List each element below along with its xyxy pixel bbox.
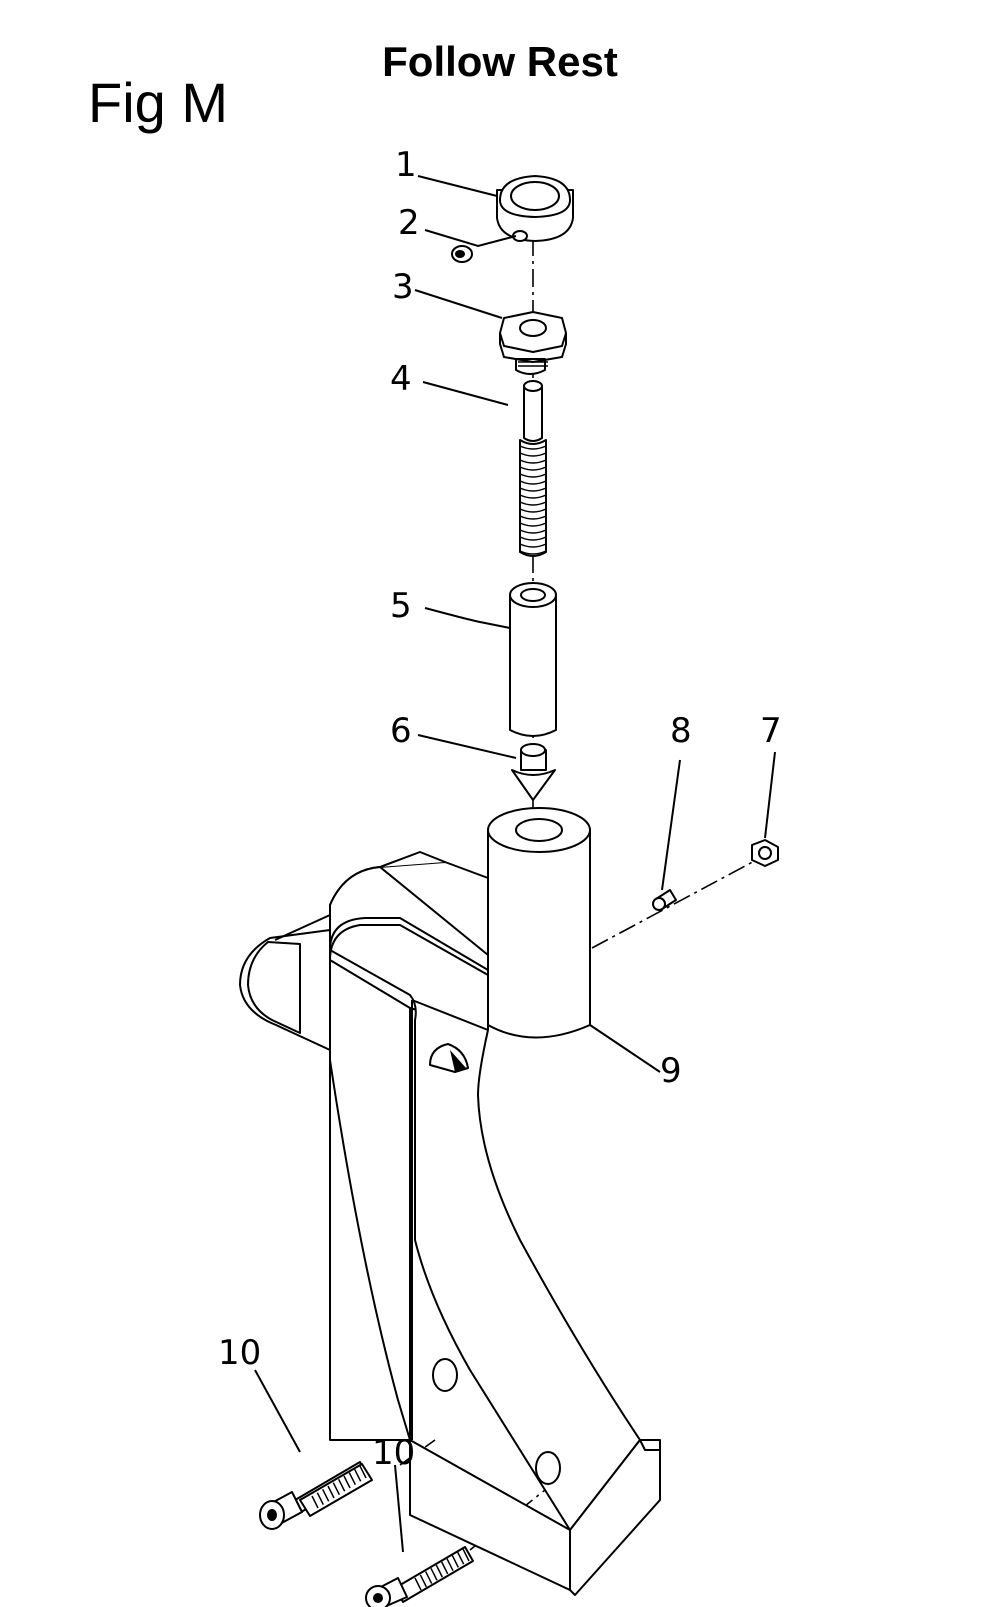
callout-8: 8	[670, 711, 692, 751]
diagram-title: Follow Rest	[382, 38, 618, 85]
callout-labels: 1 2 3 4 5 6 8 7 9 10 10	[218, 145, 782, 1473]
part-8-set-screw	[652, 889, 677, 911]
callout-4: 4	[390, 359, 412, 399]
callout-3: 3	[392, 267, 414, 307]
part-10-cap-screw-upper	[259, 1461, 373, 1530]
callout-10b: 10	[372, 1433, 415, 1473]
callout-10a: 10	[218, 1333, 261, 1373]
callout-9: 9	[660, 1051, 682, 1091]
figure-label: Fig M	[88, 71, 228, 134]
part-5-sleeve	[509, 582, 557, 737]
part-1-knob	[496, 175, 574, 242]
part-4-threaded-shaft	[519, 380, 547, 557]
callout-6: 6	[390, 711, 412, 751]
callout-2: 2	[398, 203, 420, 243]
part-3-hex-nut	[499, 311, 567, 375]
part-10-cap-screw-lower	[365, 1546, 474, 1607]
leader-lines	[254, 175, 776, 1553]
callout-7: 7	[760, 711, 782, 751]
part-2-set-screw	[451, 245, 473, 263]
part-7-hex-nut	[751, 839, 779, 867]
part-6-pointed-tip	[511, 743, 556, 801]
callout-1: 1	[395, 145, 417, 185]
part-9-follow-rest-body	[239, 807, 661, 1596]
callout-5: 5	[390, 586, 412, 626]
